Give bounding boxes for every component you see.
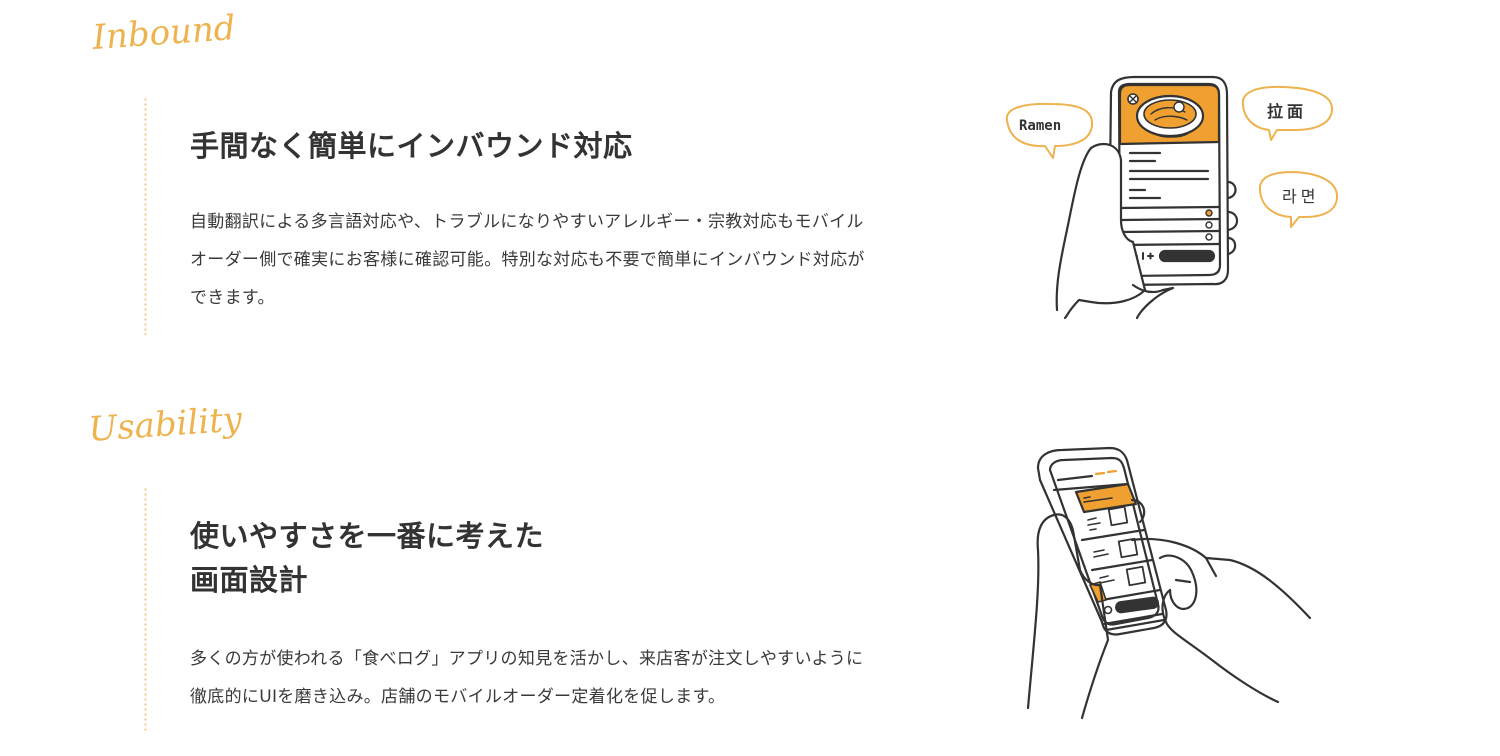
heading-line: 手間なく簡単にインバウンド対応: [190, 129, 633, 163]
bubble-text-korean: 라면: [1282, 187, 1320, 206]
bubble-text-chinese: 拉面: [1267, 102, 1308, 121]
dotted-divider: [144, 487, 147, 732]
phone-in-hand-ramen-illustration: [995, 70, 1355, 320]
section-heading: 手間なく簡単にインバウンド対応: [190, 124, 633, 168]
dotted-divider: [144, 97, 147, 335]
bubble-text-english: Ramen: [1019, 118, 1062, 134]
heading-line: 使いやすさを一番に考えた: [190, 519, 545, 553]
section-label-inbound: Inbound: [91, 8, 237, 59]
heading-line: 画面設計: [190, 563, 309, 597]
section-description: 自動翻訳による多言語対応や、トラブルになりやすいアレルギー・宗教対応もモバイルオ…: [190, 212, 865, 308]
two-hands-using-phone-illustration: [1020, 440, 1330, 720]
section-label-usability: Usability: [87, 399, 244, 450]
section-heading: 使いやすさを一番に考えた 画面設計: [190, 514, 544, 602]
section-description: 多くの方が使われる「食べログ」アプリの知見を活かし、来店客が注文しやすいように徹…: [190, 649, 864, 707]
